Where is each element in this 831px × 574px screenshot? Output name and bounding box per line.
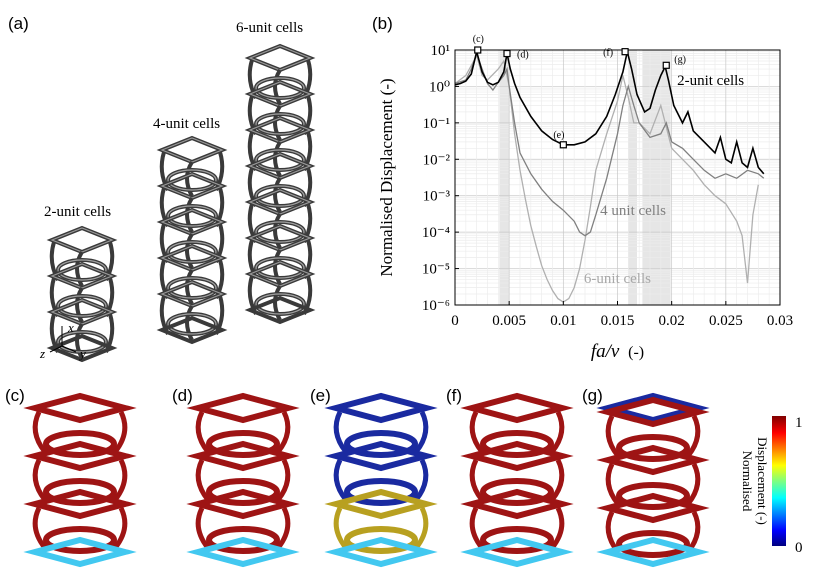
x-ticks: 0 0.005 0.01 0.015 0.02 0.025 0.03 — [451, 301, 793, 329]
mode-shape-e — [336, 396, 426, 564]
colorbar — [772, 416, 786, 546]
lattice-structures: x z y — [39, 44, 316, 363]
x-axis-label: fa/v (-) — [591, 341, 644, 362]
shaded-band-2 — [642, 50, 671, 305]
marker-square — [621, 48, 629, 56]
chart-markers: (c) (d) (e) (f) (g) — [473, 34, 686, 149]
caption-2-unit: 2-unit cells — [44, 204, 112, 220]
marker-label: (f) — [603, 48, 613, 59]
marker-square — [662, 61, 670, 69]
y-axis-label: Normalised Displacement (-) — [377, 78, 396, 276]
x-tick-label: 0.03 — [767, 313, 793, 329]
caption-6-unit: 6-unit cells — [236, 20, 304, 36]
panel-label-e: (e) — [310, 386, 331, 405]
colorbar-max: 1 — [795, 415, 803, 431]
series-line-0 — [454, 51, 765, 175]
y-tick-label: 10⁻⁵ — [422, 262, 450, 278]
panel-label-d: (d) — [172, 386, 193, 405]
x-axis-label-unit: (-) — [628, 344, 644, 361]
marker-square — [503, 49, 511, 58]
lattice-6-unit — [244, 44, 316, 325]
panel-label-a: (a) — [8, 14, 29, 33]
mode-shape-g — [596, 392, 710, 564]
panel-label-g: (g) — [582, 386, 603, 405]
y-tick-label: 10⁻¹ — [423, 116, 450, 132]
caption-4-unit: 4-unit cells — [153, 116, 221, 132]
series-line-1 — [454, 51, 765, 237]
marker-square — [474, 46, 482, 54]
panel-label-f: (f) — [446, 386, 463, 405]
y-tick-label: 10⁻³ — [423, 189, 451, 205]
marker-label: (g) — [674, 54, 686, 65]
mode-shapes: 1 0 Normalised Displacement (-) — [0, 392, 803, 574]
lattice-2-unit — [46, 226, 118, 363]
axis-y-label: y — [78, 346, 86, 361]
y-tick-label: 10⁻⁶ — [422, 298, 450, 314]
y-tick-label: 10⁻² — [423, 152, 451, 168]
mode-shape-d — [198, 396, 288, 564]
y-tick-label: 10⁰ — [429, 79, 450, 95]
y-tick-label: 10¹ — [431, 43, 451, 59]
shaded-band-1 — [628, 50, 637, 305]
coordinate-triad: x z y — [39, 320, 86, 361]
axis-x-label: x — [67, 320, 74, 335]
x-tick-label: 0.005 — [492, 313, 526, 329]
x-tick-label: 0.02 — [659, 313, 685, 329]
marker-label: (d) — [517, 50, 529, 61]
axis-z-label: z — [39, 346, 45, 361]
x-tick-label: 0.015 — [601, 313, 635, 329]
shaded-bands — [499, 50, 671, 305]
x-tick-label: 0.025 — [709, 313, 743, 329]
colorbar-label-1: Normalised — [740, 451, 755, 512]
mode-shape-f — [472, 396, 562, 564]
x-tick-label: 0 — [451, 313, 459, 329]
shaded-band-0 — [499, 50, 510, 305]
panel-label-c: (c) — [5, 386, 25, 405]
colorbar-min: 0 — [795, 540, 803, 556]
panel-label-b: (b) — [372, 14, 393, 33]
y-tick-label: 10⁻⁴ — [422, 225, 450, 241]
annotation-2-unit: 2-unit cells — [677, 73, 744, 89]
y-ticks: 10⁻⁶ 10⁻⁵ 10⁻⁴ 10⁻³ 10⁻² 10⁻¹ 10⁰ 10¹ — [422, 43, 459, 314]
marker-square — [559, 141, 567, 149]
marker-label: (c) — [473, 34, 484, 45]
annotation-6-unit: 6-unit cells — [584, 271, 651, 287]
series-lines — [454, 51, 765, 303]
mode-shape-c — [35, 396, 125, 564]
x-tick-label: 0.01 — [550, 313, 576, 329]
annotation-4-unit: 4 unit cells — [600, 203, 666, 219]
marker-label: (e) — [553, 130, 564, 141]
x-axis-label-math: fa/v — [591, 341, 620, 362]
lattice-4-unit — [156, 136, 228, 345]
colorbar-label-2: Displacement (-) — [755, 437, 770, 525]
